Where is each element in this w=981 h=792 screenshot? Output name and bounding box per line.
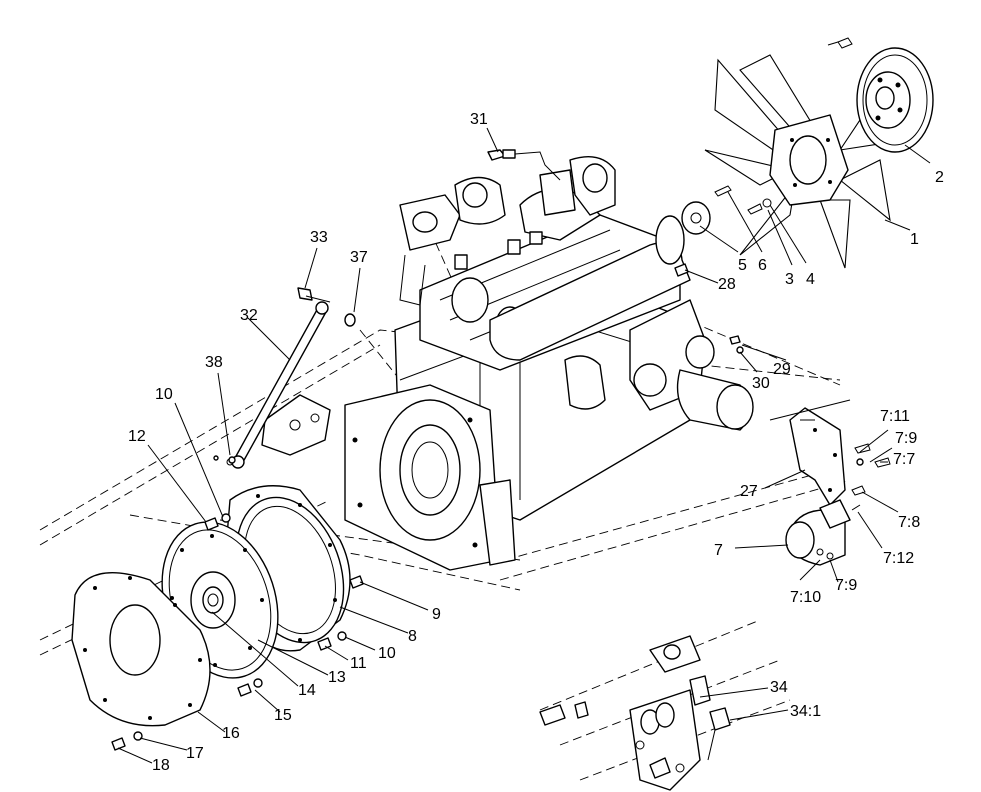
callout-32: 32	[240, 307, 258, 324]
callout-7-9-upper: 7:9	[895, 430, 917, 447]
fan-hub-pulley	[827, 37, 934, 153]
callout-37: 37	[350, 249, 368, 266]
callout-3: 3	[785, 271, 794, 288]
fasteners	[111, 263, 744, 751]
callout-7-11: 7:11	[880, 408, 910, 425]
adapter-plate	[71, 572, 211, 727]
callout-1: 1	[910, 231, 919, 248]
callout-29: 29	[773, 361, 791, 378]
callout-38: 38	[205, 354, 223, 371]
engine-assembly	[261, 156, 754, 571]
callout-labels: 1 2 3 4 5 6 7 8 9 10 10 11 12 13 14 15 1…	[128, 111, 944, 774]
callout-2: 2	[935, 169, 944, 186]
callout-34-1: 34:1	[790, 703, 821, 720]
callout-10-upper: 10	[155, 386, 173, 403]
callout-15: 15	[274, 707, 292, 724]
callout-27: 27	[740, 483, 758, 500]
callout-5: 5	[738, 257, 747, 274]
callout-12: 12	[128, 428, 146, 445]
callout-16: 16	[222, 725, 240, 742]
callout-30: 30	[752, 375, 770, 392]
callout-14: 14	[298, 682, 316, 699]
leader-lines	[117, 127, 931, 764]
callout-7-10: 7:10	[790, 589, 821, 606]
sensor-31	[487, 149, 561, 181]
callout-33: 33	[310, 229, 328, 246]
callout-6: 6	[758, 257, 767, 274]
callout-7-8: 7:8	[898, 514, 920, 531]
callout-11: 11	[350, 655, 367, 672]
starter-bracket	[769, 399, 851, 506]
callout-18: 18	[152, 757, 170, 774]
callout-10-lower: 10	[378, 645, 396, 662]
callout-17: 17	[186, 745, 204, 762]
fan-spacer-and-bolts	[681, 185, 772, 235]
callout-4: 4	[806, 271, 815, 288]
callout-31: 31	[470, 111, 488, 128]
callout-13: 13	[328, 669, 346, 686]
callout-8: 8	[408, 628, 417, 645]
callout-34: 34	[770, 679, 788, 696]
callout-28: 28	[718, 276, 736, 293]
support-rod	[226, 287, 356, 469]
starter-motor	[785, 443, 891, 566]
inset-switch-bracket	[539, 619, 791, 791]
callout-9: 9	[432, 606, 441, 623]
fan-assembly	[704, 54, 907, 269]
callout-7-12: 7:12	[883, 550, 914, 567]
callout-7: 7	[714, 542, 723, 559]
callout-7-9-lower: 7:9	[835, 577, 857, 594]
callout-7-7: 7:7	[893, 451, 915, 468]
